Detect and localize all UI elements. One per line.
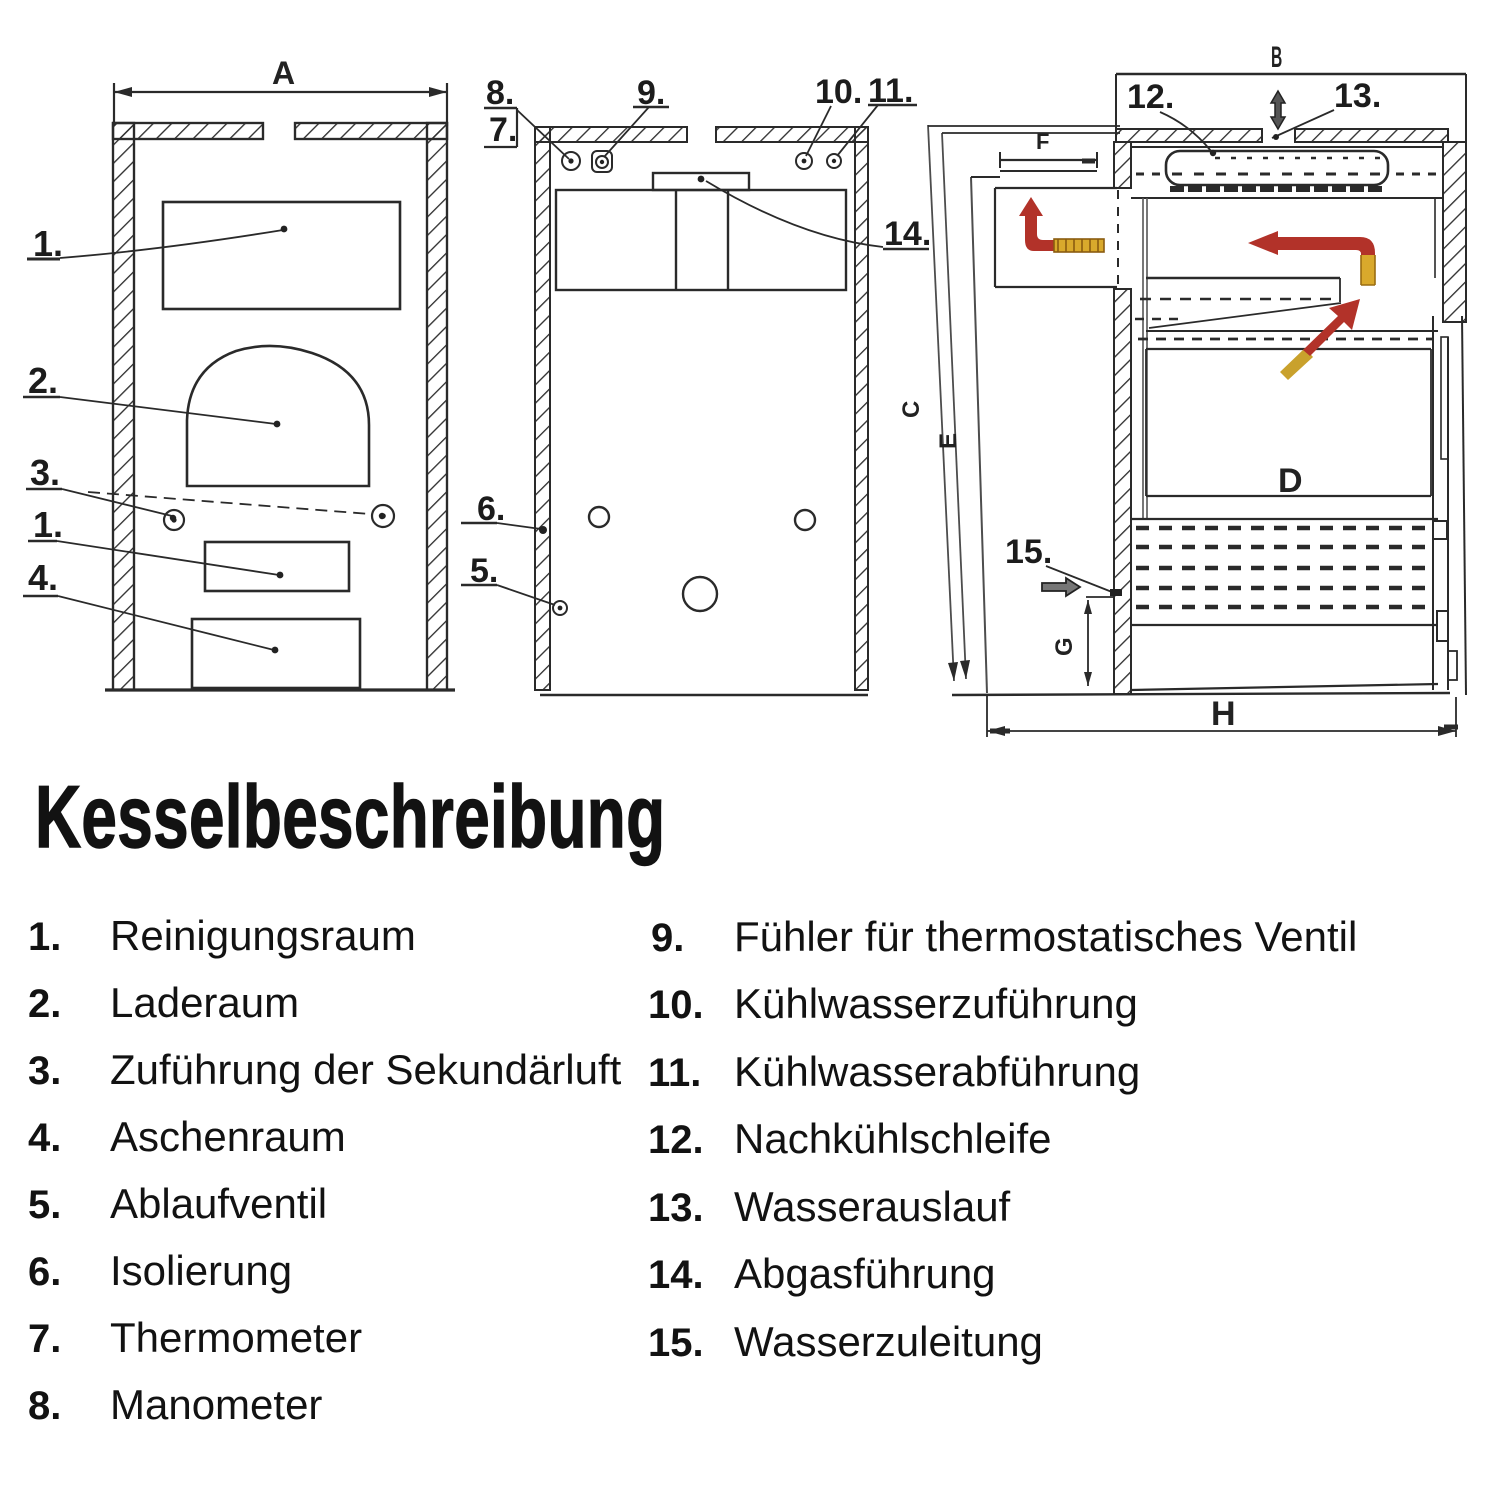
svg-text:11.: 11. bbox=[648, 1051, 701, 1095]
svg-text:13.: 13. bbox=[648, 1186, 704, 1230]
svg-text:5.: 5. bbox=[28, 1183, 61, 1227]
svg-text:8.: 8. bbox=[486, 74, 514, 112]
svg-text:14.: 14. bbox=[648, 1253, 704, 1297]
svg-text:11.: 11. bbox=[868, 72, 913, 110]
svg-text:H: H bbox=[1211, 695, 1236, 733]
svg-text:4.: 4. bbox=[28, 557, 58, 598]
svg-text:B: B bbox=[1271, 41, 1282, 75]
svg-text:12.: 12. bbox=[1127, 78, 1174, 116]
svg-text:Isolierung: Isolierung bbox=[110, 1247, 292, 1294]
svg-text:6.: 6. bbox=[28, 1250, 61, 1294]
svg-text:10.: 10. bbox=[648, 983, 704, 1027]
svg-text:Kühlwasserabführung: Kühlwasserabführung bbox=[734, 1048, 1140, 1095]
svg-text:4.: 4. bbox=[28, 1116, 61, 1160]
svg-text:Laderaum: Laderaum bbox=[110, 979, 299, 1026]
svg-text:2.: 2. bbox=[28, 982, 61, 1026]
svg-text:6.: 6. bbox=[477, 490, 505, 528]
svg-text:Aschenraum: Aschenraum bbox=[110, 1113, 346, 1160]
svg-text:1.: 1. bbox=[28, 915, 61, 959]
svg-text:7.: 7. bbox=[28, 1317, 61, 1361]
svg-text:Manometer: Manometer bbox=[110, 1381, 322, 1428]
svg-text:15.: 15. bbox=[648, 1321, 704, 1365]
svg-text:Fühler für thermostatisches Ve: Fühler für thermostatisches Ventil bbox=[734, 913, 1357, 960]
svg-text:Wasserzuleitung: Wasserzuleitung bbox=[734, 1318, 1043, 1365]
svg-text:Zuführung der Sekundärluft: Zuführung der Sekundärluft bbox=[110, 1046, 622, 1093]
svg-text:D: D bbox=[1278, 462, 1303, 500]
svg-text:7.: 7. bbox=[489, 111, 517, 149]
svg-text:Kesselbeschreibung: Kesselbeschreibung bbox=[35, 768, 665, 866]
svg-text:9.: 9. bbox=[651, 916, 684, 960]
svg-text:9.: 9. bbox=[637, 74, 665, 112]
svg-text:E: E bbox=[935, 433, 962, 449]
svg-text:G: G bbox=[1051, 637, 1078, 656]
svg-text:Kühlwasserzuführung: Kühlwasserzuführung bbox=[734, 980, 1138, 1027]
svg-text:C: C bbox=[898, 401, 925, 418]
svg-text:1.: 1. bbox=[33, 223, 63, 264]
svg-text:15.: 15. bbox=[1005, 533, 1052, 571]
svg-text:1.: 1. bbox=[33, 504, 63, 545]
svg-text:A: A bbox=[272, 55, 295, 91]
svg-text:14.: 14. bbox=[884, 215, 931, 253]
svg-text:12.: 12. bbox=[648, 1118, 704, 1162]
svg-text:Wasserauslauf: Wasserauslauf bbox=[734, 1183, 1011, 1230]
svg-text:Nachkühlschleife: Nachkühlschleife bbox=[734, 1115, 1052, 1162]
svg-text:Ablaufventil: Ablaufventil bbox=[110, 1180, 327, 1227]
svg-text:2.: 2. bbox=[28, 360, 58, 401]
svg-text:Abgasführung: Abgasführung bbox=[734, 1250, 996, 1297]
svg-text:13.: 13. bbox=[1334, 77, 1381, 115]
svg-text:5.: 5. bbox=[470, 552, 498, 590]
svg-text:Reinigungsraum: Reinigungsraum bbox=[110, 912, 416, 959]
svg-text:Thermometer: Thermometer bbox=[110, 1314, 362, 1361]
svg-text:8.: 8. bbox=[28, 1384, 61, 1428]
svg-text:10.: 10. bbox=[815, 73, 862, 111]
svg-text:F: F bbox=[1036, 129, 1049, 154]
svg-text:3.: 3. bbox=[28, 1049, 61, 1093]
svg-text:3.: 3. bbox=[30, 452, 60, 493]
